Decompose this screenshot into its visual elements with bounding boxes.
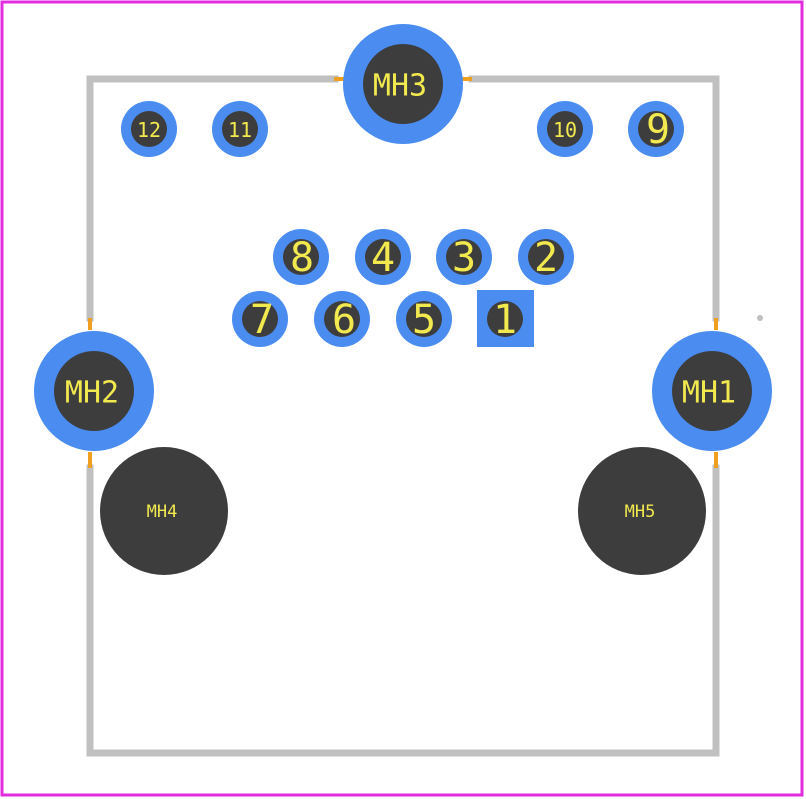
pad-1: 1: [477, 290, 534, 347]
pad-6-label: 6: [332, 297, 356, 343]
npth-mh5: MH5: [578, 447, 706, 575]
pad-12: 12: [121, 101, 177, 157]
pad-5-drill: [406, 301, 442, 337]
pad-1-drill: [487, 301, 523, 337]
pad-12-label: 12: [137, 118, 161, 142]
pad-12-drill: [131, 111, 167, 147]
pad-4-label: 4: [371, 235, 395, 281]
mh2-label: MH2: [65, 376, 119, 411]
pad-4: 4: [355, 229, 411, 285]
pad-2: 2: [518, 229, 574, 285]
mh5-drill: [578, 447, 706, 575]
npth-mh4: MH4: [100, 447, 228, 575]
pad-7: 7: [232, 291, 288, 347]
mh5-label: MH5: [625, 502, 656, 522]
silkscreen-outline: [86, 75, 720, 757]
pad-3-label: 3: [452, 235, 476, 281]
pad-7-drill: [242, 301, 278, 337]
pad-5: 5: [396, 291, 452, 347]
pad-8-label: 8: [290, 235, 314, 281]
pad-10: 10: [537, 101, 593, 157]
origin-marker-dot: [757, 315, 763, 321]
pad-8-drill: [283, 239, 319, 275]
mh1-label: MH1: [682, 376, 736, 411]
pad-9-drill: [638, 111, 674, 147]
pad-6-drill: [324, 301, 360, 337]
pad-3-drill: [446, 239, 482, 275]
pad-4-drill: [365, 239, 401, 275]
mounting-hole-mh3: MH3: [343, 24, 463, 144]
pad-7-label: 7: [250, 297, 274, 343]
pad-10-label: 10: [553, 118, 577, 142]
pad-11-label: 11: [228, 118, 252, 142]
mh3-label: MH3: [373, 69, 427, 104]
mh3-drill: [363, 44, 443, 124]
mounting-hole-mh1: MH1: [652, 331, 772, 451]
pad-9-label: 9: [646, 107, 670, 153]
pad-11: 11: [212, 101, 268, 157]
mh1-drill: [672, 351, 752, 431]
pad-11-drill: [222, 111, 258, 147]
pad-5-label: 5: [412, 297, 436, 343]
pad-6: 6: [314, 291, 370, 347]
mh4-label: MH4: [147, 502, 178, 522]
pad-9: 9: [628, 101, 684, 157]
pad-10-drill: [547, 111, 583, 147]
mh2-drill: [54, 351, 134, 431]
pad-2-drill: [528, 239, 564, 275]
pad-3: 3: [436, 229, 492, 285]
pad-2-label: 2: [534, 235, 558, 281]
mounting-hole-mh2: MH2: [34, 331, 154, 451]
pad-8: 8: [273, 229, 329, 285]
mh4-drill: [100, 447, 228, 575]
pad-1-label: 1: [493, 297, 517, 343]
silkscreen-stubs: [88, 77, 718, 468]
